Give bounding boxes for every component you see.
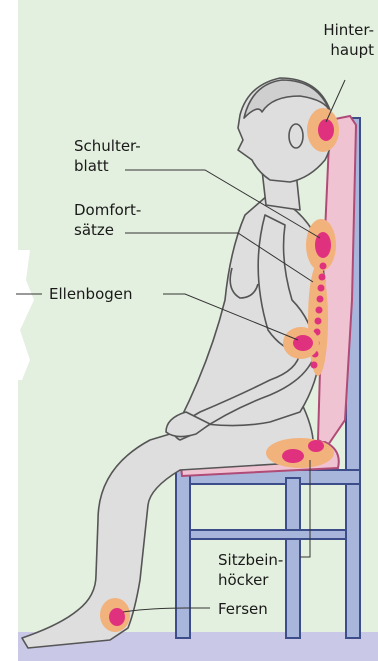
- pressure-heel-inner: [109, 608, 125, 626]
- label-sitzbeinhoecker-line2: höcker: [218, 570, 283, 590]
- pressure-occiput-inner: [318, 119, 334, 141]
- chair-rear-leg: [286, 478, 300, 638]
- label-dornfortsaetze-line2: sätze: [74, 220, 141, 240]
- pressure-ischium-inner-2: [308, 440, 324, 452]
- ear: [289, 124, 303, 148]
- label-dornfortsaetze-line1: Domfort-: [74, 200, 141, 220]
- pressure-elbow-inner: [293, 335, 313, 351]
- label-fersen: Fersen: [218, 599, 268, 619]
- label-sitzbeinhoecker-line1: Sitzbein-: [218, 550, 283, 570]
- label-hinterhaupt-line2: haupt: [296, 40, 374, 60]
- label-hinterhaupt: Hinter- haupt: [296, 20, 374, 60]
- label-schulterblatt: Schulter- blatt: [74, 136, 141, 176]
- chair-stretcher: [190, 530, 346, 539]
- pressure-ischium-inner-1: [282, 449, 304, 463]
- chair-front-leg: [176, 470, 190, 638]
- label-dornfortsaetze: Domfort- sätze: [74, 200, 141, 240]
- label-schulterblatt-line2: blatt: [74, 156, 141, 176]
- label-schulterblatt-line1: Schulter-: [74, 136, 141, 156]
- label-sitzbeinhoecker: Sitzbein- höcker: [218, 550, 283, 590]
- label-ellenbogen: Ellenbogen: [49, 284, 133, 304]
- label-hinterhaupt-line1: Hinter-: [296, 20, 374, 40]
